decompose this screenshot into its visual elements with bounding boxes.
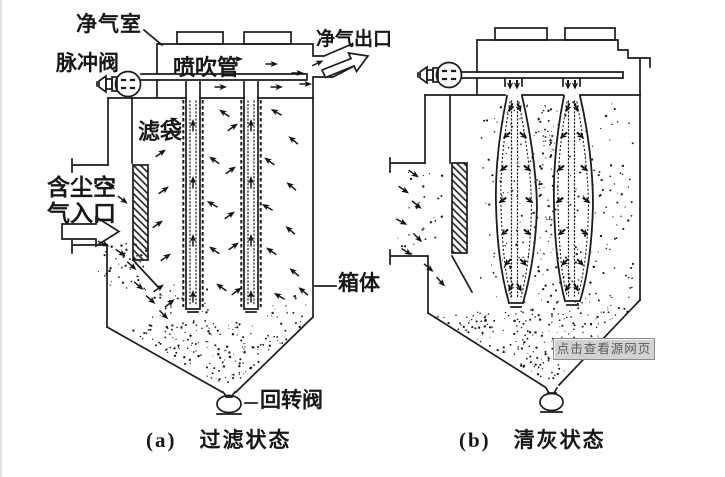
label-clean-air-chamber: 净气室 bbox=[76, 12, 142, 36]
casing-outline-a bbox=[71, 42, 362, 394]
clean-air-outlet-arrow bbox=[320, 51, 370, 79]
pulse-valve-a bbox=[96, 70, 142, 98]
caption-a-filtering-state: (a) 过滤状态 bbox=[146, 428, 292, 452]
dusty-air-inlet-arrow bbox=[61, 215, 121, 248]
rotary-valve-b bbox=[539, 386, 564, 413]
filter-bag-b-2 bbox=[552, 94, 594, 306]
filter-bag-b-1 bbox=[494, 94, 538, 308]
label-dusty-air-inlet-line2: 气入口 bbox=[47, 201, 116, 226]
plenum-lug bbox=[564, 27, 616, 41]
casing-outline-b bbox=[389, 39, 651, 389]
filter-bag-a-2 bbox=[240, 97, 262, 313]
label-dusty-air-inlet-line1: 含尘空 bbox=[47, 175, 116, 200]
dust-specks-b bbox=[397, 101, 635, 380]
leader-clean-air-chamber bbox=[142, 28, 164, 47]
plenum-lug bbox=[243, 31, 292, 45]
label-blow-pipe: 喷吹管 bbox=[173, 55, 240, 80]
plenum-lug bbox=[494, 27, 548, 41]
caption-b-cleaning-state: (b) 清灰状态 bbox=[459, 428, 606, 452]
dust-specks-a bbox=[97, 242, 307, 384]
label-rotary-valve: 回转阀 bbox=[260, 388, 323, 412]
label-clean-air-outlet: 净气出口 bbox=[316, 29, 393, 50]
diagram-b-cleaning-state bbox=[389, 27, 651, 413]
label-pulse-valve: 脉冲阀 bbox=[56, 51, 119, 75]
label-casing: 箱体 bbox=[338, 271, 380, 295]
blow-pipe-a bbox=[140, 73, 308, 99]
inlet-baffle-plate-b bbox=[451, 162, 468, 254]
plenum-lug bbox=[176, 31, 224, 45]
view-source-watermark-button[interactable]: 点击查看源网页 bbox=[553, 338, 655, 360]
rotary-valve-a bbox=[216, 390, 258, 415]
label-filter-bag: 滤袋 bbox=[138, 119, 183, 144]
pulse-valve-b bbox=[417, 61, 463, 89]
filter-bag-a-1 bbox=[182, 97, 204, 313]
diagram-a-filtering-state bbox=[61, 28, 370, 415]
inlet-baffle-plate-a bbox=[132, 164, 149, 261]
blow-pipe-b bbox=[461, 71, 624, 87]
left-edge-shadow bbox=[0, 0, 2, 477]
